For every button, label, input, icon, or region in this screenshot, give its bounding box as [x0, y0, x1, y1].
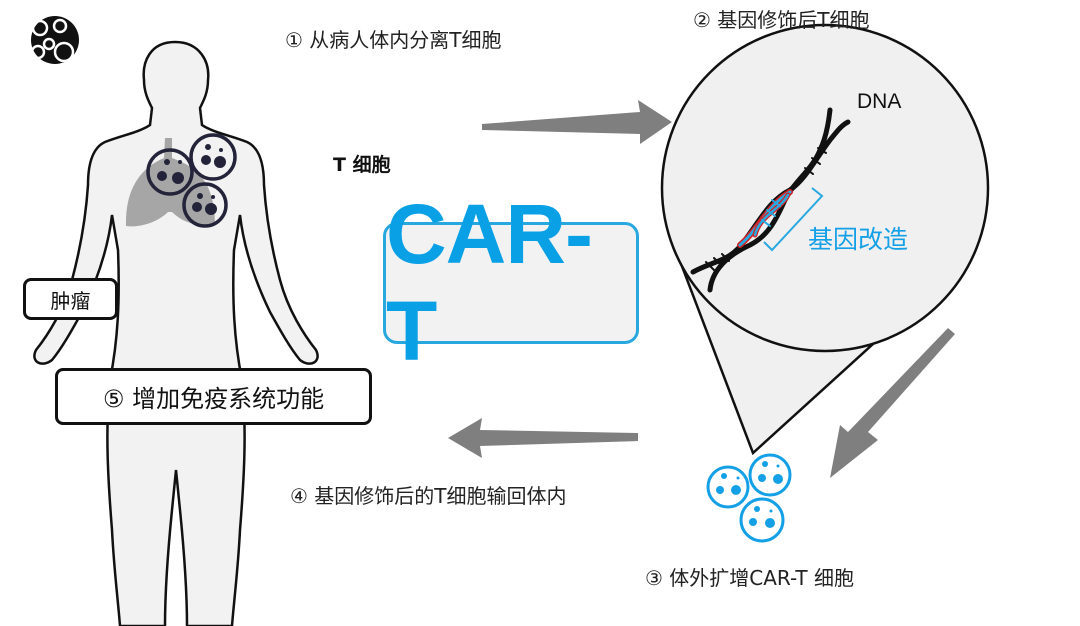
step-5-box: ⑤ 增加免疫系统功能	[55, 368, 372, 425]
tumor-cell-icon	[146, 148, 194, 196]
t-cell-label: T 细胞	[333, 154, 391, 176]
car-t-title: CAR-T	[386, 187, 593, 378]
car-t-cell-icon	[748, 453, 792, 497]
dna-magnifier	[660, 23, 990, 456]
car-t-cell-icon	[706, 465, 750, 509]
tumor-label-box: 肿瘤	[23, 278, 118, 320]
tumor-label: 肿瘤	[50, 288, 91, 313]
tumor-cell-icon	[189, 133, 237, 181]
step-5-label: ⑤ 增加免疫系统功能	[102, 385, 325, 413]
dna-label: DNA	[857, 90, 902, 113]
tumor-cells	[146, 133, 237, 228]
step-3-label: ③ 体外扩增CAR-T 细胞	[645, 566, 854, 590]
human-body-silhouette	[33, 40, 319, 626]
arrow-down-left	[830, 328, 955, 478]
gene-bracket	[763, 187, 824, 252]
arrow-right	[482, 100, 672, 144]
lungs	[125, 138, 215, 227]
car-t-cells	[706, 453, 792, 543]
step-1-label: ① 从病人体内分离T细胞	[285, 28, 502, 52]
tumor-cell-icon	[182, 182, 228, 228]
step-2-label: ② 基因修饰后T细胞	[693, 8, 870, 32]
car-t-cell-icon	[739, 497, 785, 543]
logo-icon	[30, 16, 79, 64]
gene-modification-label: 基因改造	[808, 225, 909, 254]
arrow-left	[448, 418, 638, 458]
step-4-label: ④ 基因修饰后的T细胞输回体内	[290, 484, 567, 508]
car-t-title-box: CAR-T	[383, 187, 639, 378]
dna-helix-icon	[690, 107, 851, 293]
